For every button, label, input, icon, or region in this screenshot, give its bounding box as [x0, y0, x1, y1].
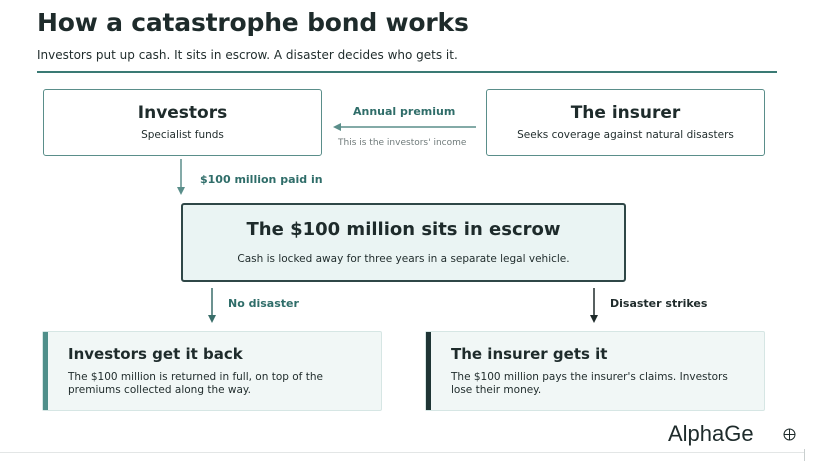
outcome-insurer-gets: The insurer gets it The $100 million pay…	[425, 331, 765, 411]
page-title: How a catastrophe bond works	[37, 8, 469, 37]
brand-wordmark: AlphaGe	[668, 421, 754, 446]
escrow-subtitle: Cash is locked away for three years in a…	[237, 253, 570, 265]
page-subtitle: Investors put up cash. It sits in escrow…	[37, 48, 458, 62]
insurer-subtitle: Seeks coverage against natural disasters	[517, 129, 734, 141]
investors-title: Investors	[137, 103, 228, 123]
title-divider	[37, 71, 777, 73]
disaster-label: Disaster strikes	[610, 297, 708, 310]
outcome-back-body: The $100 million is returned in full, on…	[68, 371, 323, 396]
outcome-insurer-body: The $100 million pays the insurer's clai…	[451, 371, 728, 396]
outcome-insurer-title: The insurer gets it	[451, 345, 608, 363]
outcome-back-title: Investors get it back	[68, 345, 243, 363]
no-disaster-label: No disaster	[228, 297, 299, 310]
footer-divider	[0, 452, 805, 453]
outcome-accent-bar	[43, 332, 48, 410]
premium-label: Annual premium	[353, 105, 456, 118]
paid-in-arrow	[177, 159, 185, 195]
outcome-investors-back: Investors get it back The $100 million i…	[42, 331, 382, 411]
premium-arrow	[333, 123, 476, 131]
escrow-node: The $100 million sits in escrow Cash is …	[181, 203, 626, 282]
no-disaster-arrow	[208, 288, 216, 323]
investors-subtitle: Specialist funds	[141, 129, 224, 141]
insurer-title: The insurer	[570, 103, 681, 123]
disaster-arrow	[590, 288, 598, 323]
investors-node: Investors Specialist funds	[43, 89, 322, 156]
outcome-accent-bar	[426, 332, 431, 410]
escrow-title: The $100 million sits in escrow	[246, 219, 561, 240]
footer-edge-mark	[804, 449, 805, 461]
paid-in-label: $100 million paid in	[200, 173, 323, 186]
insurer-node: The insurer Seeks coverage against natur…	[486, 89, 765, 156]
premium-note: This is the investors' income	[338, 138, 467, 148]
crosshair-circle-icon	[783, 428, 796, 441]
